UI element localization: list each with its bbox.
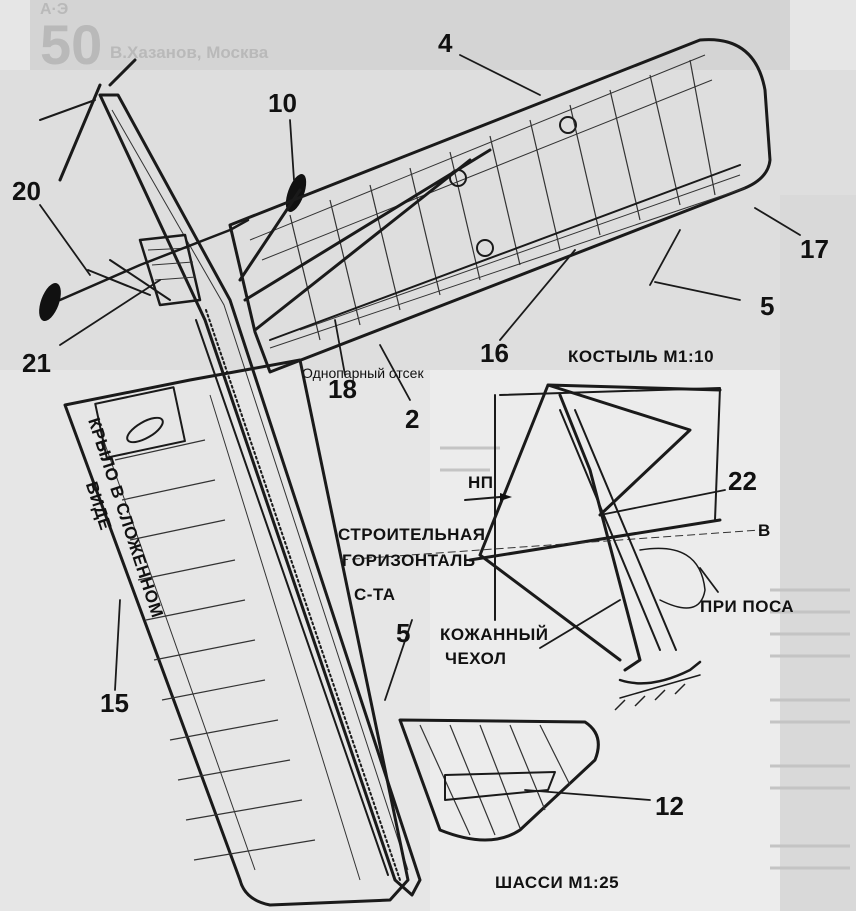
caption-np: НП	[468, 473, 494, 492]
callout-16: 16	[480, 338, 509, 368]
leader-lines	[39, 54, 801, 801]
caption-construction-line3: С-ТА	[354, 585, 396, 604]
callout-12: 12	[655, 791, 684, 821]
caption-letter-v: В	[758, 521, 771, 540]
caption-tailskid: КОСТЫЛЬ М1:10	[568, 347, 714, 366]
propeller	[39, 58, 137, 182]
callout-5-bottom: 5	[396, 618, 410, 648]
caption-landing: ПРИ ПОСА	[700, 597, 794, 616]
caption-construction-line2: ГОРИЗОНТАЛЬ	[342, 551, 476, 570]
faded-header-band	[30, 0, 790, 70]
callout-numbers: 4 10 20 17 5 21 16 2 18 22 5 15 12	[12, 28, 829, 821]
folded-wing-ribs	[114, 439, 316, 861]
callout-4: 4	[438, 28, 453, 58]
caption-leather-line2: ЧЕХОЛ	[445, 649, 506, 668]
faded-title: В.Хазанов, Москва	[110, 43, 269, 62]
background-text-lines	[440, 446, 850, 870]
svg-text:50: 50	[40, 13, 102, 76]
callout-10: 10	[268, 88, 297, 118]
caption-leather-line1: КОЖАННЫЙ	[440, 625, 548, 644]
callout-15: 15	[100, 688, 129, 718]
right-edge-tone	[780, 195, 856, 911]
faded-logo: 50 А·Э В.Хазанов, Москва	[40, 1, 269, 76]
upper-wing-ribs	[289, 59, 716, 341]
tail-fin	[398, 718, 600, 842]
caption-gear: ШАССИ М1:25	[495, 873, 619, 892]
svg-text:А·Э: А·Э	[40, 1, 68, 18]
callout-17: 17	[800, 234, 829, 264]
callout-18: 18	[328, 374, 357, 404]
callout-20: 20	[12, 176, 41, 206]
callout-22: 22	[728, 466, 757, 496]
callout-2: 2	[405, 404, 419, 434]
tailskid-detail	[339, 383, 761, 711]
upper-panel-tone	[0, 70, 856, 370]
fuselage	[98, 93, 422, 897]
caption-construction-line1: СТРОИТЕЛЬНАЯ	[338, 525, 485, 544]
callout-5-top: 5	[760, 291, 774, 321]
folded-wing	[63, 358, 410, 907]
upper-wing	[228, 38, 772, 374]
callout-21: 21	[22, 348, 51, 378]
background-section-heading: Однопарный отсек	[302, 365, 424, 381]
